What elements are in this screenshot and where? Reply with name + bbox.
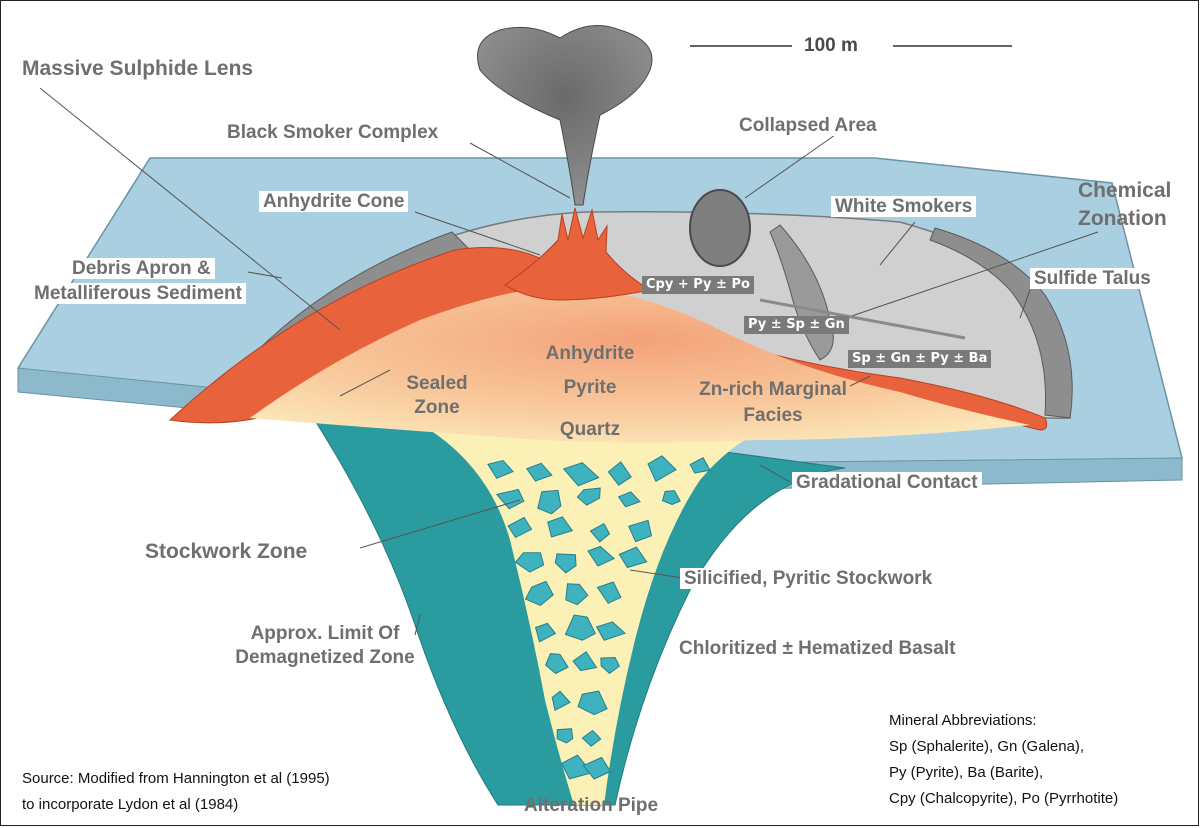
- source-line-2: to incorporate Lydon et al (1984): [22, 792, 330, 818]
- label-collapsed-area: Collapsed Area: [735, 115, 881, 136]
- label-silicified-stockwork: Silicified, Pyritic Stockwork: [680, 568, 936, 589]
- label-alteration-pipe: Alteration Pipe: [524, 796, 658, 815]
- label-gradational-contact: Gradational Contact: [792, 472, 982, 493]
- label-white-smokers: White Smokers: [831, 196, 976, 217]
- label-debris-apron-2: Metalliferous Sediment: [30, 283, 246, 304]
- zonation-label-py: Py ± Sp ± Gn: [744, 316, 849, 334]
- label-stockwork-zone: Stockwork Zone: [145, 541, 307, 562]
- label-anhydrite-cone: Anhydrite Cone: [259, 191, 408, 212]
- label-zn-rich-2: Facies: [668, 406, 878, 425]
- label-approx-limit-1: Approx. Limit Of: [200, 624, 450, 643]
- label-sulfide-talus: Sulfide Talus: [1030, 268, 1155, 289]
- label-core-anhydrite: Anhydrite: [530, 344, 650, 363]
- abbreviations-line-1: Sp (Sphalerite), Gn (Galena),: [889, 734, 1118, 760]
- zonation-label-sp: Sp ± Gn ± Py ± Ba: [848, 350, 991, 368]
- source-line-1: Source: Modified from Hannington et al (…: [22, 766, 330, 792]
- label-core-pyrite: Pyrite: [530, 378, 650, 397]
- label-black-smoker-complex: Black Smoker Complex: [223, 122, 442, 143]
- zonation-label-cpy: Cpy + Py ± Po: [642, 276, 754, 294]
- label-core-quartz: Quartz: [530, 420, 650, 439]
- label-massive-sulphide-lens: Massive Sulphide Lens: [22, 58, 253, 79]
- label-chemical-zonation-1: Chemical: [1078, 180, 1171, 201]
- label-sealed-zone-2: Zone: [392, 398, 482, 417]
- label-chloritized-basalt: Chloritized ± Hematized Basalt: [675, 638, 959, 659]
- abbreviations-line-2: Py (Pyrite), Ba (Barite),: [889, 760, 1118, 786]
- abbreviations-title: Mineral Abbreviations:: [889, 708, 1118, 734]
- abbreviations-line-3: Cpy (Chalcopyrite), Po (Pyrrhotite): [889, 786, 1118, 812]
- label-sealed-zone-1: Sealed: [392, 374, 482, 393]
- label-zn-rich-1: Zn-rich Marginal: [668, 380, 878, 399]
- label-approx-limit-2: Demagnetized Zone: [200, 648, 450, 667]
- scale-label: 100 m: [804, 36, 858, 55]
- source-note: Source: Modified from Hannington et al (…: [22, 766, 330, 818]
- abbreviations-note: Mineral Abbreviations: Sp (Sphalerite), …: [889, 708, 1118, 812]
- label-debris-apron-1: Debris Apron &: [68, 258, 215, 279]
- label-chemical-zonation-2: Zonation: [1078, 208, 1167, 229]
